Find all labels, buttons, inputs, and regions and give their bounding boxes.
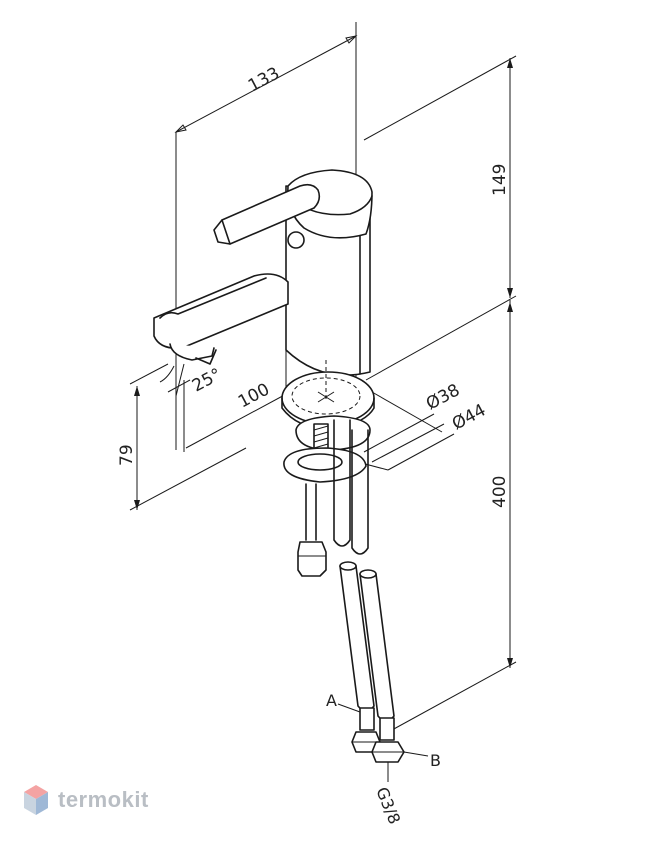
dimension-lines (129, 22, 517, 731)
dim-height-hose: 400 (490, 476, 510, 508)
dim-spout-reach: 100 (235, 380, 273, 413)
dim-diameter-outer: Ø44 (449, 400, 489, 434)
faucet-body (153, 169, 375, 430)
dim-width: 133 (245, 64, 283, 97)
label-hose-b: B (430, 751, 441, 770)
braided-hoses (333, 419, 405, 763)
cube-logo-icon (24, 785, 48, 815)
watermark-text: termokit (58, 787, 149, 812)
dim-angle: 25° (189, 365, 225, 397)
label-hose-a: A (326, 691, 337, 710)
watermark-logo: termokit (22, 780, 149, 820)
dim-height-top: 149 (490, 164, 510, 196)
dim-diameter-inner: Ø38 (423, 380, 463, 414)
dim-spout-height: 79 (117, 444, 137, 466)
mounting-hardware (283, 415, 371, 577)
label-thread: G3/8 (372, 784, 404, 826)
